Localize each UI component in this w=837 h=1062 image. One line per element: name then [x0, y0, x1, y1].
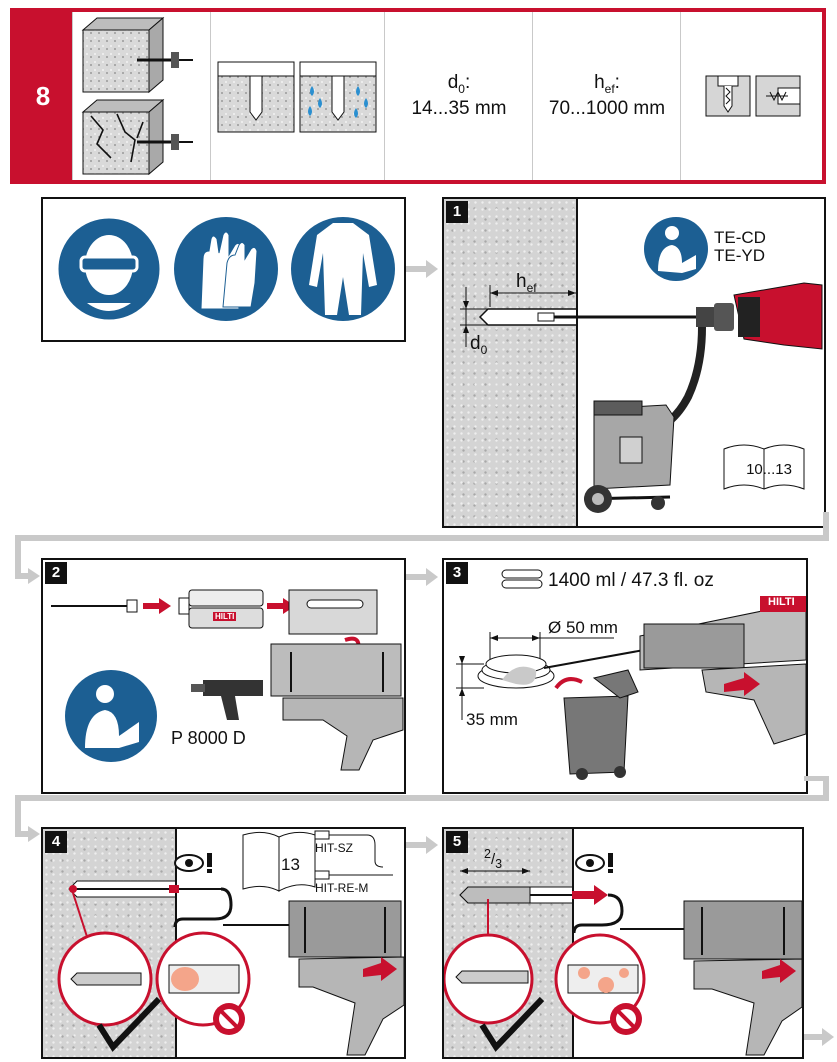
- flow-connector-3-4: [15, 776, 829, 842]
- page-reference: 10...13: [746, 461, 792, 478]
- drill-diameter-cell: d0: 14...35 mm: [384, 12, 533, 180]
- page-reference: 13: [281, 855, 300, 874]
- anchor-type-cell: [72, 12, 211, 180]
- ppe-panel: [41, 197, 406, 342]
- tool-model-te-yd: TE-YD: [714, 245, 765, 265]
- step-1-panel: 1 hef d0 T: [442, 197, 826, 528]
- d0-value: 14...35 mm: [411, 98, 507, 120]
- discard-mortar-illustration: [456, 569, 806, 780]
- flow-arrow-icon: [406, 836, 438, 854]
- dry-wet-hole-icon: [217, 61, 377, 133]
- hef-value: 70...1000 mm: [548, 98, 666, 120]
- concrete-wall: [444, 199, 578, 526]
- d0-label: d0:: [447, 72, 471, 97]
- ppe-icons: [55, 215, 395, 323]
- hef-label: hef:: [594, 72, 620, 97]
- dispenser-model: P 8000 D: [171, 728, 246, 748]
- step-4-panel: 4 13: [41, 827, 406, 1059]
- protective-clothing-icon: [291, 217, 395, 321]
- drill-mode-icon: [705, 75, 801, 117]
- step-2-number: 2: [45, 562, 67, 584]
- step-1-number: 1: [446, 201, 468, 223]
- flow-connector-1-2: [15, 512, 829, 584]
- header-bar: 8: [10, 8, 826, 184]
- gloves-icon: [174, 217, 278, 321]
- eye-protection-icon: [55, 215, 163, 323]
- accessory-hit-re-m: HIT-RE-M: [315, 881, 369, 895]
- step-3-number: 3: [446, 562, 468, 584]
- dispenser-brand: HILTI: [768, 596, 795, 608]
- fill-fraction: 2/3: [484, 847, 503, 871]
- step-5-number: 5: [446, 831, 468, 853]
- flow-arrow-icon: [406, 568, 438, 586]
- drilling-illustration: [460, 217, 823, 513]
- coil-diameter: Ø 50 mm: [548, 618, 618, 637]
- mortar-volume: 1400 ml / 47.3 fl. oz: [548, 570, 714, 591]
- drill-mode-cell: [680, 12, 827, 180]
- tool-models: TE-CD TE-YD: [714, 229, 766, 265]
- cartridge-brand: HILTI: [213, 612, 237, 621]
- step-4-number: 4: [45, 831, 67, 853]
- hef-dimension-label: hef: [516, 271, 537, 295]
- step-2-panel: 2 P 8000 D HILTI: [41, 558, 406, 794]
- header-step-number: 8: [14, 12, 72, 180]
- coil-height: 35 mm: [466, 710, 518, 729]
- tool-model-te-cd: TE-CD: [714, 228, 766, 247]
- embedment-depth-cell: hef: 70...1000 mm: [532, 12, 681, 180]
- cartridge-illustration: [51, 589, 404, 771]
- d0-dimension-label: d0: [470, 333, 488, 357]
- flow-arrow-icon: [406, 260, 438, 278]
- continue-arrow-icon: [804, 1028, 834, 1046]
- hole-condition-cell: [210, 12, 385, 180]
- fill-hole-illustration: [444, 853, 802, 1056]
- injection-illustration: [57, 830, 404, 1056]
- step-5-panel: 5 2/3: [442, 827, 804, 1059]
- cracked-concrete-anchor-icon: [81, 16, 193, 176]
- step-3-panel: 3 1400 ml / 47.3 fl. oz Ø 50 mm 35 mm HI…: [442, 558, 808, 794]
- accessory-hit-sz: HIT-SZ: [315, 841, 353, 855]
